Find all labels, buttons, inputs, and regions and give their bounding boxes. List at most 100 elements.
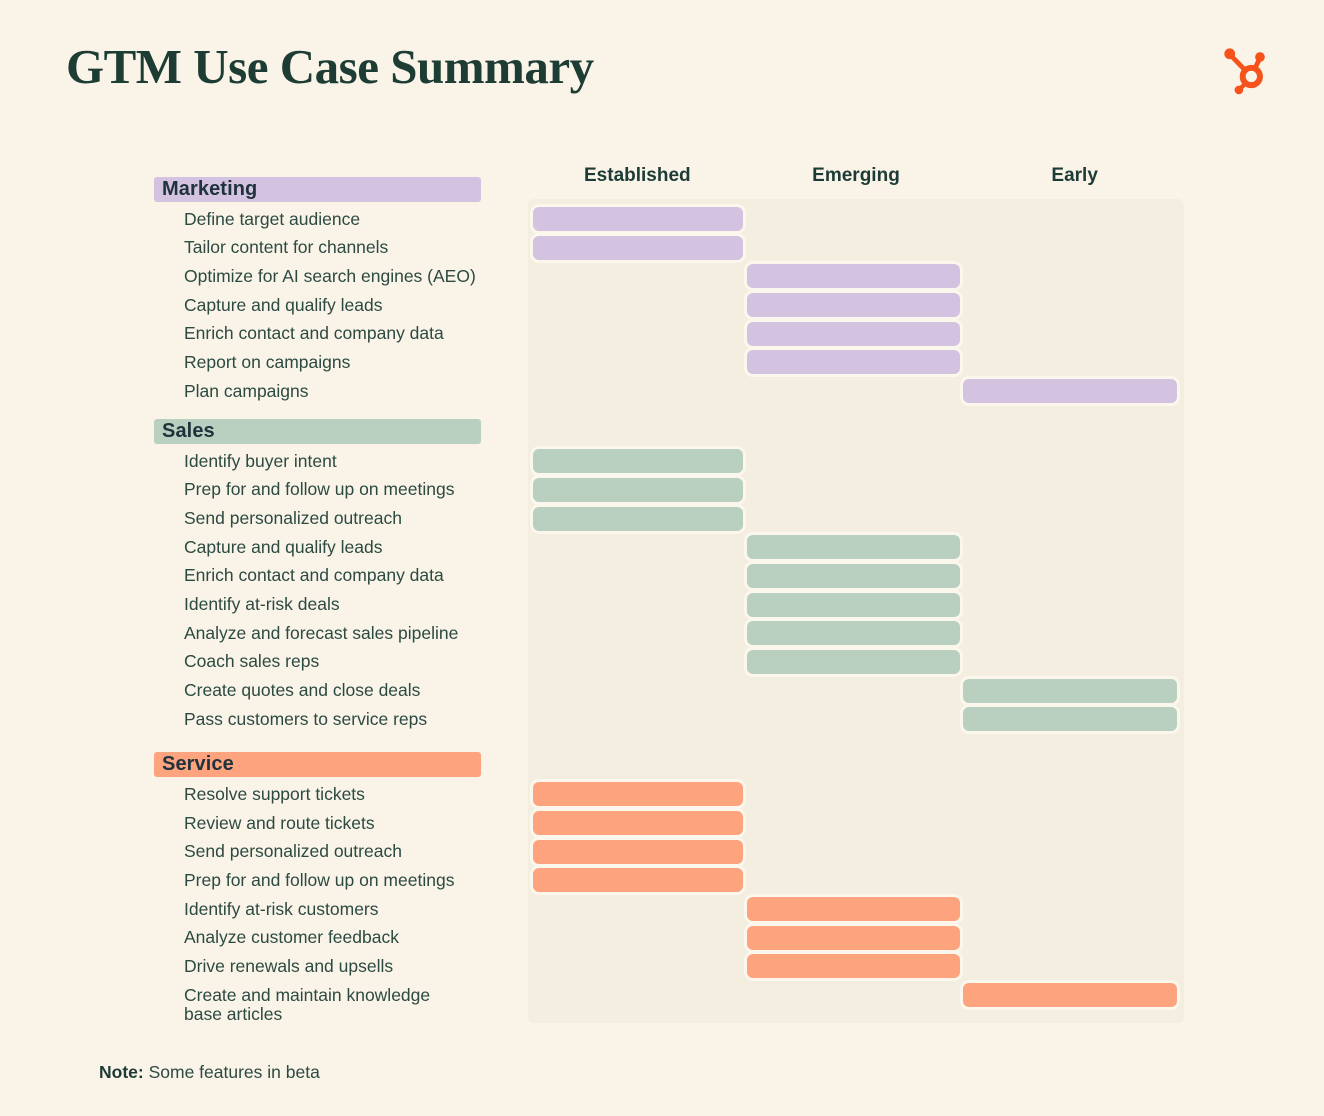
stage-columns [528, 449, 1184, 474]
section-header-sales: Sales [154, 419, 481, 445]
stage-bar-emerging [747, 897, 960, 922]
stage-bar-emerging [747, 350, 960, 375]
stage-columns [528, 350, 1184, 375]
use-case-label: Review and route tickets [184, 812, 375, 833]
stage-columns [528, 811, 1184, 835]
stage-bar-established [533, 506, 743, 531]
stage-bar-emerging [747, 925, 960, 950]
stage-columns [528, 477, 1184, 502]
use-case-row: Prep for and follow up on meetings [154, 477, 1184, 502]
stage-columns [528, 207, 1184, 231]
use-case-row: Plan campaigns [154, 379, 1184, 404]
stage-columns [528, 897, 1184, 922]
stage-columns [528, 563, 1184, 588]
use-case-label: Identify at-risk customers [184, 898, 379, 919]
use-case-row: Create quotes and close deals [154, 678, 1184, 703]
use-case-row: Drive renewals and upsells [154, 954, 1184, 979]
use-case-label: Coach sales reps [184, 651, 320, 672]
use-case-label: Tailor content for channels [184, 237, 389, 258]
use-case-row: Resolve support tickets [154, 782, 1184, 807]
stage-columns [528, 293, 1184, 318]
use-case-label: Drive renewals and upsells [184, 955, 394, 976]
stage-columns [528, 868, 1184, 893]
use-case-label: Send personalized outreach [184, 508, 402, 528]
stage-bar-established [533, 477, 743, 502]
use-case-row: Report on campaigns [154, 350, 1184, 375]
stage-columns [528, 264, 1184, 289]
use-case-label: Analyze customer feedback [184, 927, 399, 948]
stage-bar-emerging [747, 592, 960, 617]
use-case-row: Coach sales reps [154, 649, 1184, 674]
use-case-row: Capture and qualify leads [154, 535, 1184, 560]
use-case-row: Identify buyer intent [154, 449, 1184, 474]
stage-bar-emerging [747, 321, 960, 346]
use-case-row: Analyze customer feedback [154, 925, 1184, 950]
use-case-label: Resolve support tickets [184, 783, 365, 804]
stage-columns [528, 506, 1184, 531]
use-case-label: Prep for and follow up on meetings [184, 479, 455, 500]
use-case-row: Pass customers to service reps [154, 707, 1184, 732]
footnote: Note: Some features in beta [99, 1062, 320, 1083]
use-case-row: Capture and qualify leads [154, 293, 1184, 318]
stage-bar-established [533, 207, 743, 231]
column-header-emerging: Emerging [812, 165, 900, 186]
stage-bar-emerging [747, 563, 960, 588]
column-headers: Established Emerging Early [528, 163, 1184, 189]
stage-bar-early [963, 678, 1177, 703]
use-case-row: Create and maintain knowledge base artic… [154, 983, 1184, 1024]
use-case-row: Send personalized outreach [154, 506, 1184, 531]
stage-columns [528, 954, 1184, 979]
stage-bar-emerging [747, 954, 960, 979]
stage-bar-emerging [747, 621, 960, 646]
stage-bar-established [533, 811, 743, 835]
stage-bar-emerging [747, 264, 960, 289]
use-case-label: Prep for and follow up on meetings [184, 869, 455, 890]
footnote-label: Note: [99, 1062, 144, 1082]
use-case-row: Send personalized outreach [154, 839, 1184, 864]
use-case-row: Analyze and forecast sales pipeline [154, 621, 1184, 646]
use-case-row: Enrich contact and company data [154, 563, 1184, 588]
stage-columns [528, 621, 1184, 646]
use-case-label: Pass customers to service reps [184, 708, 428, 729]
section-header-label: Sales [162, 420, 215, 443]
stage-columns [528, 592, 1184, 617]
use-case-row: Prep for and follow up on meetings [154, 868, 1184, 893]
use-case-label: Create quotes and close deals [184, 680, 421, 701]
stage-columns [528, 321, 1184, 346]
stage-columns [528, 535, 1184, 560]
stage-columns [528, 782, 1184, 807]
stage-bar-emerging [747, 293, 960, 318]
column-header-early: Early [1051, 165, 1098, 186]
stage-columns [528, 839, 1184, 864]
stage-columns [528, 678, 1184, 703]
stage-bar-established [533, 839, 743, 864]
use-case-label: Capture and qualify leads [184, 294, 383, 315]
section-header-label: Service [162, 753, 234, 776]
stage-bar-established [533, 868, 743, 893]
use-case-row: Identify at-risk customers [154, 897, 1184, 922]
stage-columns [528, 983, 1184, 1008]
column-header-established: Established [584, 165, 691, 186]
use-case-label: Send personalized outreach [184, 841, 402, 862]
section-header-service: Service [154, 752, 481, 778]
stage-bar-established [533, 449, 743, 474]
stage-bar-early [963, 983, 1177, 1008]
use-case-row: Optimize for AI search engines (AEO) [154, 264, 1184, 289]
stage-columns [528, 925, 1184, 950]
stage-columns [528, 235, 1184, 260]
stage-bar-established [533, 782, 743, 807]
use-case-row: Enrich contact and company data [154, 321, 1184, 346]
stage-columns [528, 649, 1184, 674]
use-case-label: Plan campaigns [184, 380, 309, 401]
use-case-label: Optimize for AI search engines (AEO) [184, 265, 476, 286]
use-case-label: Enrich contact and company data [184, 565, 444, 586]
use-case-label: Enrich contact and company data [184, 323, 444, 344]
stage-columns [528, 379, 1184, 404]
use-case-row: Define target audience [154, 207, 1184, 231]
hubspot-sprocket-icon [1224, 48, 1265, 95]
section-header-marketing: Marketing [154, 177, 481, 202]
